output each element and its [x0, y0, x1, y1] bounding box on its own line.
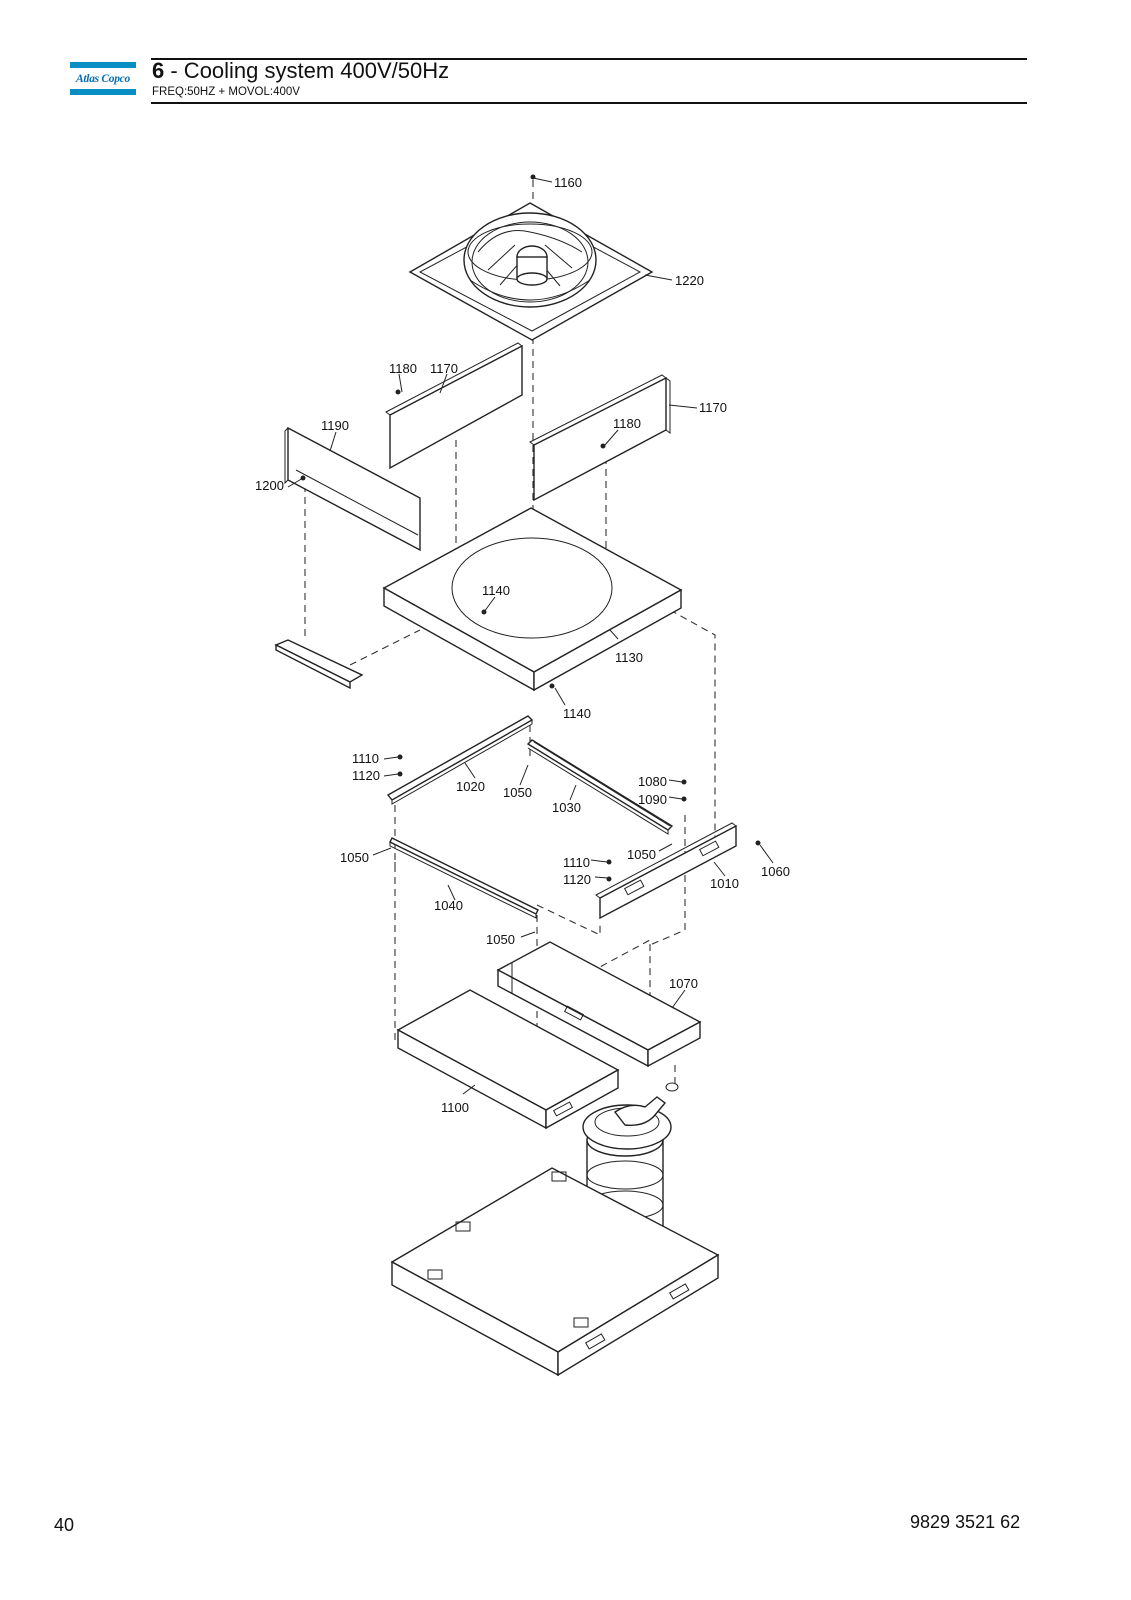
callout-1100: 1100 [441, 1100, 469, 1115]
fastener-markers [300, 174, 761, 882]
rail-1030 [526, 739, 674, 835]
box-1070 [496, 941, 702, 1068]
callout-1060: 1060 [761, 864, 790, 879]
callout-1040: 1040 [434, 898, 463, 913]
callout-1050-c: 1050 [340, 850, 369, 865]
box-1100 [396, 989, 620, 1130]
logo-wordmark: Atlas Copco [76, 73, 130, 85]
panel-1170-right [529, 374, 671, 502]
page-title: 6 - Cooling system 400V/50Hz [152, 58, 449, 84]
callout-1200: 1200 [255, 478, 284, 493]
section-number: 6 [152, 58, 165, 83]
rail-1020 [386, 715, 534, 805]
callout-1070: 1070 [669, 976, 698, 991]
callout-1180-b: 1180 [613, 416, 641, 431]
callout-1010: 1010 [710, 876, 739, 891]
header-rule-bottom [151, 102, 1027, 104]
callout-1120-b: 1120 [563, 872, 591, 887]
callout-1050-d: 1050 [486, 932, 515, 947]
callout-1110-a: 1110 [352, 751, 379, 766]
top-frame-1130 [382, 507, 683, 692]
callout-1140-b: 1140 [563, 706, 591, 721]
callout-1050-a: 1050 [503, 785, 532, 800]
callout-1020: 1020 [456, 779, 485, 794]
callout-1220: 1220 [675, 273, 704, 288]
callout-1090: 1090 [638, 792, 667, 807]
callout-1170-a: 1170 [430, 361, 458, 376]
callout-1160: 1160 [554, 175, 582, 190]
callout-1050-b: 1050 [627, 847, 656, 862]
atlas-copco-logo: Atlas Copco [70, 62, 136, 96]
section-title: - Cooling system 400V/50Hz [164, 58, 450, 83]
base-frame [390, 1167, 720, 1377]
header-rule-top [151, 58, 1027, 60]
callout-1190: 1190 [321, 418, 349, 433]
document-number: 9829 3521 62 [910, 1512, 1021, 1532]
fan-assembly-1220 [408, 202, 654, 341]
panel-1170-left [385, 342, 523, 470]
callout-1110-b: 1110 [563, 855, 590, 870]
logo-bar-top [70, 62, 136, 68]
callout-1030: 1030 [552, 800, 581, 815]
callout-1140-a: 1140 [482, 583, 510, 598]
callout-labels: 1160 1220 1180 1170 1170 1180 1190 1200 … [255, 175, 790, 1115]
panel-1190 [284, 426, 421, 552]
plate-1010 [595, 822, 737, 920]
leader-lines [287, 177, 774, 1095]
callout-1170-b: 1170 [699, 400, 727, 415]
page-number: 40 [54, 1515, 75, 1535]
rail-1040 [389, 837, 539, 919]
callout-1130: 1130 [615, 650, 643, 665]
callout-1120-a: 1120 [352, 768, 380, 783]
logo-bar-bottom [70, 89, 136, 95]
callout-1080: 1080 [638, 774, 667, 789]
page-subtitle: FREQ:50HZ + MOVOL:400V [152, 86, 300, 98]
bracket-lower-left [274, 639, 364, 690]
callout-1180-a: 1180 [389, 361, 417, 376]
